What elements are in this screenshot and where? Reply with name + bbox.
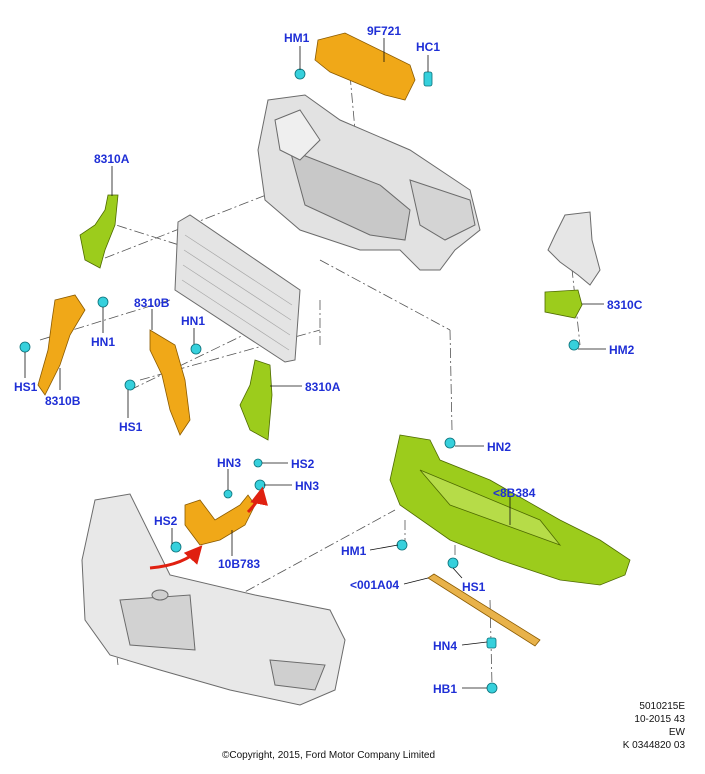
assembly-lines: [39, 74, 581, 686]
label-hm1-bottom: HM1: [341, 544, 367, 558]
label-hs1-bottom: HS1: [462, 580, 486, 594]
code-line-3: EW: [668, 727, 685, 738]
label-hs1-mid: HS1: [119, 420, 143, 434]
label-hn4: HN4: [433, 639, 458, 653]
label-hn2: HN2: [487, 440, 512, 454]
label-hn1-left: HN1: [91, 335, 116, 349]
label-hs2-left: HS2: [154, 514, 178, 528]
strip-001a04: [427, 573, 541, 647]
code-line-1: 5010215E: [639, 701, 685, 712]
deflector-8310b-mid: [149, 329, 191, 436]
label-8310b-left: 8310B: [45, 394, 81, 408]
label-hc1: HC1: [416, 40, 441, 54]
label-hn3-right: HN3: [295, 479, 320, 493]
label-hm2: HM2: [609, 343, 635, 357]
code-line-4: K 0344820 03: [622, 740, 685, 751]
shield-9f721: [314, 32, 416, 101]
front-bumper-cover: [81, 493, 346, 706]
diagram-code-block: 5010215E 10-2015 43 EW K 0344820 03: [565, 700, 685, 752]
bracket-10b783: [184, 494, 256, 546]
label-8b384: <8B384: [493, 486, 536, 500]
deflector-8310b-left: [37, 294, 86, 396]
copyright-notice: ©Copyright, 2015, Ford Motor Company Lim…: [222, 750, 436, 761]
radiator-support-frame: [257, 94, 481, 271]
bracket-right: [547, 211, 601, 286]
code-line-2: 10-2015 43: [634, 714, 685, 725]
leader-lines: [24, 38, 606, 689]
label-hm1-top: HM1: [284, 31, 310, 45]
direction-arrows: [149, 486, 268, 570]
label-hs2-right: HS2: [291, 457, 315, 471]
deflector-8310a-mid: [239, 359, 273, 441]
label-hn3-top: HN3: [217, 456, 242, 470]
label-hb1: HB1: [433, 682, 458, 696]
radiator: [174, 214, 301, 363]
label-8310a-mid: 8310A: [305, 380, 341, 394]
deflector-8310a-top: [79, 194, 119, 269]
label-8310c: 8310C: [607, 298, 643, 312]
label-hn1-mid: HN1: [181, 314, 206, 328]
label-hs1-left: HS1: [14, 380, 38, 394]
label-8310b-mid: 8310B: [134, 296, 170, 310]
label-8310a-top: 8310A: [94, 152, 130, 166]
deflector-8310c: [544, 289, 583, 319]
label-001a04: <001A04: [350, 578, 400, 592]
label-10b783: 10B783: [218, 557, 261, 571]
label-9f721: 9F721: [367, 24, 402, 38]
